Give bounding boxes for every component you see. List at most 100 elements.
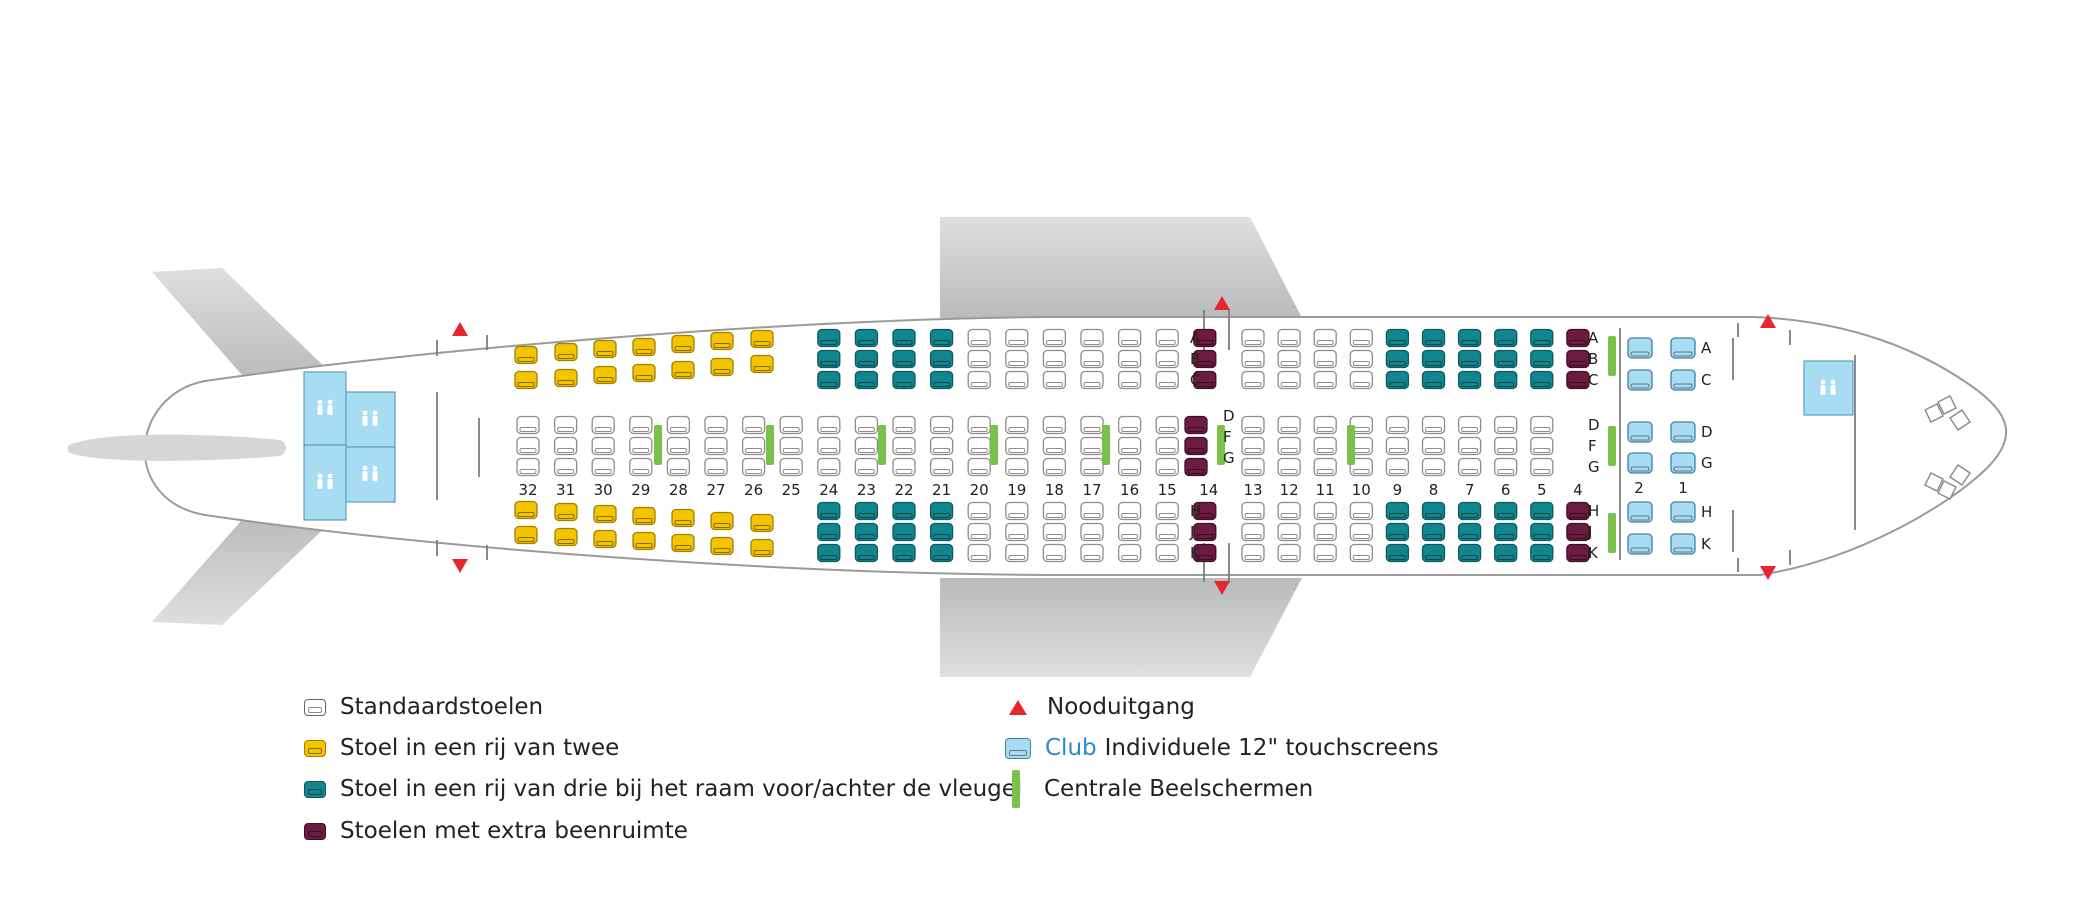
legend-pair: Stoel in een rij van twee	[304, 735, 619, 761]
seat-letter-label: G	[1701, 454, 1713, 472]
club-seat	[1670, 452, 1696, 474]
emergency-exits	[452, 296, 1776, 595]
seat-F	[1042, 436, 1067, 456]
seat-C	[967, 370, 991, 390]
club-seat-icon	[1005, 737, 1031, 759]
seat-B	[1117, 349, 1142, 369]
seat-H	[1349, 501, 1373, 521]
lavatory-icon	[317, 399, 333, 415]
club-seat	[1670, 533, 1696, 555]
seat-F	[1080, 436, 1104, 456]
seat-G	[1042, 457, 1067, 477]
seat-H	[817, 501, 841, 521]
seat-H	[1313, 501, 1337, 521]
seat-D	[666, 415, 691, 435]
fuselage	[143, 316, 2008, 576]
seat-D	[553, 415, 578, 435]
seat-A	[854, 328, 879, 348]
legend-exit: Nooduitgang	[1005, 694, 1195, 720]
pair-seat-C	[710, 357, 734, 377]
seat-B	[1277, 349, 1301, 369]
emergency-exit-icon	[1760, 314, 1776, 328]
pair-seat-H	[593, 504, 617, 524]
seat-D	[1080, 415, 1104, 435]
pair-seat-C	[632, 363, 656, 383]
seat-F	[629, 436, 653, 456]
seat-K	[1005, 543, 1029, 563]
seat-G	[1155, 457, 1179, 477]
seat-A	[1457, 328, 1482, 348]
seat-A	[967, 328, 991, 348]
upper-wing	[940, 217, 1302, 318]
central-screen	[990, 425, 998, 465]
club-seat	[1670, 421, 1696, 443]
row-number: 19	[1007, 481, 1026, 499]
lavatory-icon	[362, 465, 378, 481]
seat-F	[892, 436, 916, 456]
lavatory-icon	[317, 473, 333, 489]
row-number: 9	[1393, 481, 1403, 499]
seat-letter-label: K	[1701, 535, 1712, 553]
seat-B	[1313, 349, 1337, 369]
seat-G	[817, 457, 841, 477]
seat-letter-label: D	[1223, 407, 1235, 425]
club-seat	[1670, 501, 1696, 523]
seat-F	[553, 436, 578, 456]
seat-F	[1385, 436, 1410, 456]
seat-J	[967, 522, 991, 542]
row-number: 4	[1573, 481, 1583, 499]
seat-A	[929, 328, 954, 348]
central-screen	[1608, 513, 1616, 553]
seat-F	[741, 436, 766, 456]
seat-G	[1117, 457, 1142, 477]
seat-H	[1277, 501, 1301, 521]
seat-G	[892, 457, 916, 477]
seat-G	[666, 457, 691, 477]
exit-triangle-icon	[1009, 699, 1027, 715]
seat-J	[1241, 522, 1265, 542]
pair-seat-A	[750, 329, 774, 349]
seat-D	[1117, 415, 1142, 435]
upper-tailplane	[152, 268, 330, 382]
seat-F	[929, 436, 954, 456]
seat-B	[1349, 349, 1373, 369]
row-number: 16	[1120, 481, 1139, 499]
pair-seat-C	[593, 365, 617, 385]
pair-seat-H	[671, 508, 695, 528]
seat-F	[1241, 436, 1265, 456]
seat-C	[1117, 370, 1142, 390]
seat-D	[704, 415, 728, 435]
club-seat	[1627, 369, 1653, 391]
seat-K	[1155, 543, 1179, 563]
row-number: 1	[1678, 479, 1688, 497]
seat-G	[1421, 457, 1446, 477]
seat-F	[591, 436, 615, 456]
row-number: 23	[857, 481, 876, 499]
seat-H	[1193, 501, 1217, 521]
seat-G	[1494, 457, 1518, 477]
standard-seat-icon	[304, 698, 326, 716]
seat-letter-label: K	[1588, 544, 1599, 562]
front-lavatory	[1803, 360, 1854, 416]
seat-B	[967, 349, 991, 369]
seat-A	[1313, 328, 1337, 348]
seat-F	[1530, 436, 1554, 456]
seat-K	[929, 543, 954, 563]
row-number: 29	[631, 481, 650, 499]
seat-letter-label: J	[1587, 523, 1592, 541]
seat-letter-label: F	[1223, 428, 1232, 446]
club-seat	[1627, 452, 1653, 474]
seat-C	[1349, 370, 1373, 390]
seat-D	[929, 415, 954, 435]
seat-H	[1530, 501, 1554, 521]
row-number: 2	[1634, 479, 1644, 497]
pair-seat-A	[710, 331, 734, 351]
seat-B	[1385, 349, 1410, 369]
rear-lavatories	[303, 371, 396, 521]
seat-J	[892, 522, 916, 542]
club-seat	[1627, 337, 1653, 359]
seat-K	[817, 543, 841, 563]
seat-A	[1349, 328, 1373, 348]
seat-K	[1530, 543, 1554, 563]
seat-H	[1385, 501, 1410, 521]
